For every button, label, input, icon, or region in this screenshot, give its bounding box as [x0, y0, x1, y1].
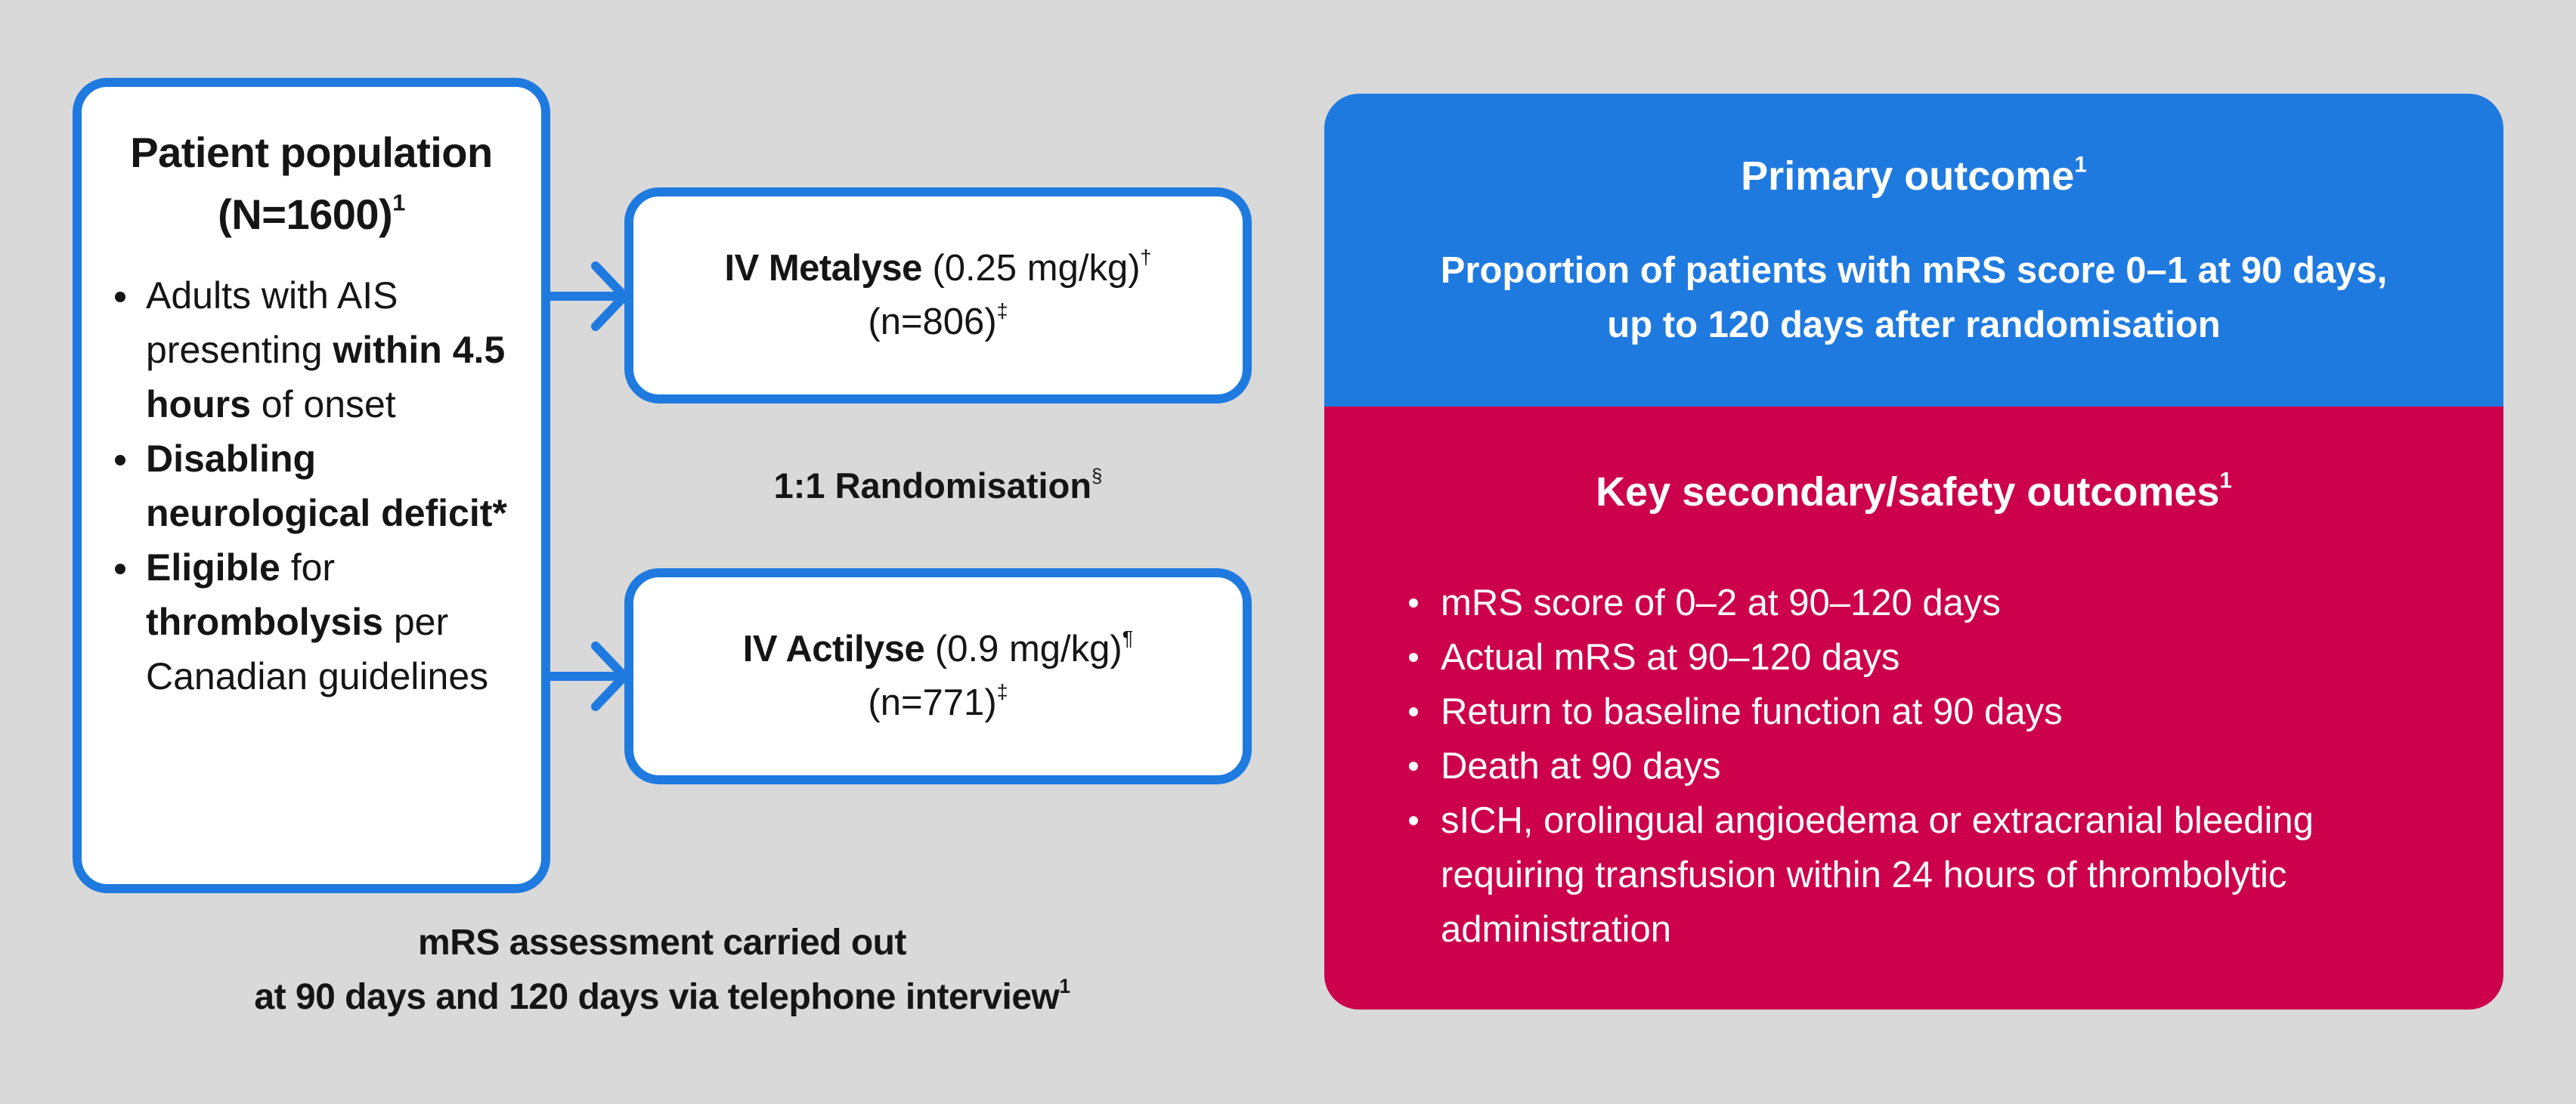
reference-marker: 1 — [1059, 974, 1070, 997]
arm-actilyse-box: IV Actilyse (0.9 mg/kg)¶ (n=771)‡ — [624, 568, 1252, 784]
outcome-item: sICH, orolingual angioedema or extracran… — [1409, 793, 2466, 957]
secondary-outcomes-title: Key secondary/safety outcomes1 — [1324, 465, 2503, 518]
title-text: Key secondary/safety outcomes — [1596, 469, 2220, 515]
criterion-emphasis: within 4.5 hours — [146, 329, 506, 425]
primary-outcome-section: Primary outcome1 Proportion of patients … — [1324, 94, 2503, 407]
reference-marker: 1 — [2219, 468, 2232, 493]
reference-marker: ‡ — [996, 680, 1008, 704]
arm-count-line: (n=806)‡ — [868, 295, 1008, 349]
reference-marker: † — [1140, 246, 1152, 269]
criterion-emphasis: Eligible — [146, 546, 280, 589]
arm-drug-line: IV Metalyse (0.25 mg/kg)† — [724, 242, 1151, 295]
arm-count: (n=771) — [868, 682, 997, 723]
criterion-emphasis: Disabling neurological deficit* — [146, 438, 507, 534]
criterion-text: per Canadian guidelines — [146, 601, 489, 697]
caption-line-1: mRS assessment carried out — [418, 923, 906, 963]
reference-marker: § — [1091, 465, 1103, 487]
criterion-text: for — [280, 546, 336, 589]
secondary-outcomes-list: mRS score of 0–2 at 90–120 days Actual m… — [1324, 576, 2503, 957]
drug-name: IV Actilyse — [742, 629, 925, 670]
title-line-2: (N=1600)1 — [104, 184, 519, 246]
caption-text: at 90 days and 120 days via telephone in… — [254, 977, 1060, 1017]
description-line-2: up to 120 days after randomisation — [1607, 305, 2221, 345]
criterion-item: Eligible for thrombolysis per Canadian g… — [104, 540, 519, 704]
reference-marker: 1 — [2074, 152, 2087, 178]
randomisation-label: 1:1 Randomisation§ — [624, 459, 1252, 512]
criterion-item: Disabling neurological deficit* — [104, 431, 519, 540]
arm-count: (n=806) — [868, 302, 997, 342]
primary-outcome-title: Primary outcome1 — [1324, 150, 2503, 203]
primary-outcome-description: Proportion of patients with mRS score 0–… — [1324, 243, 2503, 352]
criterion-text: of onset — [250, 383, 396, 425]
criterion-item: Adults with AIS presenting within 4.5 ho… — [104, 268, 519, 431]
arm-count-line: (n=771)‡ — [868, 676, 1008, 730]
assessment-caption: mRS assessment carried out at 90 days an… — [73, 916, 1252, 1025]
drug-name: IV Metalyse — [724, 248, 922, 289]
secondary-outcomes-section: Key secondary/safety outcomes1 mRS score… — [1324, 407, 2503, 1010]
arrow-right-icon — [550, 261, 629, 331]
description-line-1: Proportion of patients with mRS score 0–… — [1440, 250, 2388, 291]
outcome-item: Actual mRS at 90–120 days — [1409, 630, 2466, 685]
population-count: (N=1600) — [218, 190, 393, 238]
arrow-right-icon — [550, 642, 629, 711]
title-text: Primary outcome — [1741, 153, 2075, 199]
arm-metalyse-box: IV Metalyse (0.25 mg/kg)† (n=806)‡ — [624, 187, 1252, 404]
caption-line-2: at 90 days and 120 days via telephone in… — [73, 970, 1252, 1025]
reference-marker: ¶ — [1122, 626, 1134, 650]
outcome-item: mRS score of 0–2 at 90–120 days — [1409, 576, 2466, 630]
inclusion-criteria-list: Adults with AIS presenting within 4.5 ho… — [104, 268, 519, 704]
patient-population-title: Patient population (N=1600)1 — [104, 122, 519, 246]
drug-dose: (0.25 mg/kg) — [921, 248, 1141, 289]
randomisation-text: 1:1 Randomisation — [773, 465, 1092, 506]
reference-marker: 1 — [392, 189, 405, 216]
criterion-emphasis: thrombolysis — [146, 601, 383, 643]
title-line-1: Patient population — [130, 128, 493, 176]
patient-population-box: Patient population (N=1600)1 Adults with… — [73, 78, 550, 893]
drug-dose: (0.9 mg/kg) — [924, 629, 1122, 670]
outcomes-panel: Primary outcome1 Proportion of patients … — [1324, 94, 2503, 1010]
criterion-text: Adults with AIS presenting — [146, 274, 398, 371]
arm-drug-line: IV Actilyse (0.9 mg/kg)¶ — [743, 623, 1133, 676]
outcome-item: Return to baseline function at 90 days — [1409, 685, 2466, 739]
outcome-item: Death at 90 days — [1409, 739, 2466, 793]
reference-marker: ‡ — [996, 299, 1008, 323]
